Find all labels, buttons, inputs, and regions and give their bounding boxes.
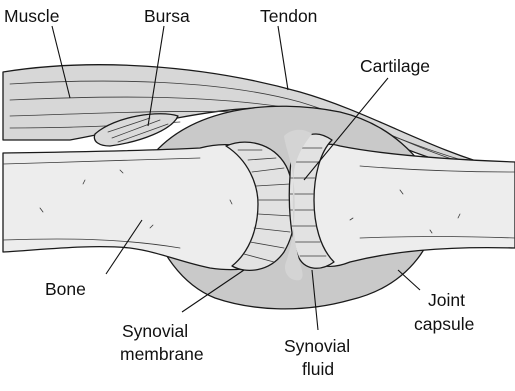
label-synovial-membrane-line1: Synovial	[122, 321, 188, 341]
label-synovial-membrane-line2: membrane	[120, 344, 204, 364]
label-synovial-fluid-line1: Synovial	[284, 336, 350, 356]
label-bone: Bone	[45, 279, 86, 299]
label-cartilage: Cartilage	[360, 56, 430, 76]
label-bursa: Bursa	[144, 6, 190, 26]
label-tendon: Tendon	[260, 6, 317, 26]
right-bone	[298, 144, 515, 266]
leader-joint-capsule	[398, 270, 420, 290]
label-muscle: Muscle	[4, 6, 59, 26]
label-synovial-fluid-line2: fluid	[302, 359, 334, 379]
leader-tendon	[278, 26, 288, 90]
label-joint-capsule-line2: capsule	[414, 314, 474, 334]
label-joint-capsule-line1: Joint	[428, 290, 465, 310]
